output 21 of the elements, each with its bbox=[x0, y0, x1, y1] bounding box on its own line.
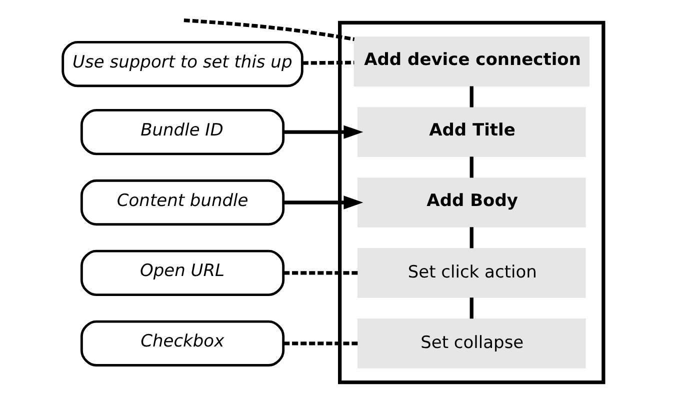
connector bbox=[184, 18, 355, 42]
connector bbox=[470, 298, 474, 319]
connector bbox=[470, 86, 474, 108]
node-box: Content bundle bbox=[80, 179, 285, 226]
connector bbox=[302, 60, 354, 65]
cluster bbox=[338, 20, 606, 384]
node-box: Bundle ID bbox=[80, 108, 285, 156]
connector bbox=[470, 156, 474, 178]
node-box: Checkbox bbox=[80, 320, 285, 366]
node-box: Open URL bbox=[80, 250, 285, 296]
arrow bbox=[284, 125, 364, 139]
node-box: Add device connection bbox=[354, 36, 590, 86]
node-box: Add Title bbox=[357, 107, 586, 157]
connector bbox=[284, 271, 358, 275]
node-box: Set collapse bbox=[357, 318, 586, 368]
node-box: Set click action bbox=[357, 248, 586, 298]
connector bbox=[284, 342, 358, 346]
node-box: Add Body bbox=[357, 178, 586, 228]
connector bbox=[470, 227, 474, 248]
arrow bbox=[284, 196, 364, 210]
node-box: Use support to set this up bbox=[62, 40, 304, 88]
